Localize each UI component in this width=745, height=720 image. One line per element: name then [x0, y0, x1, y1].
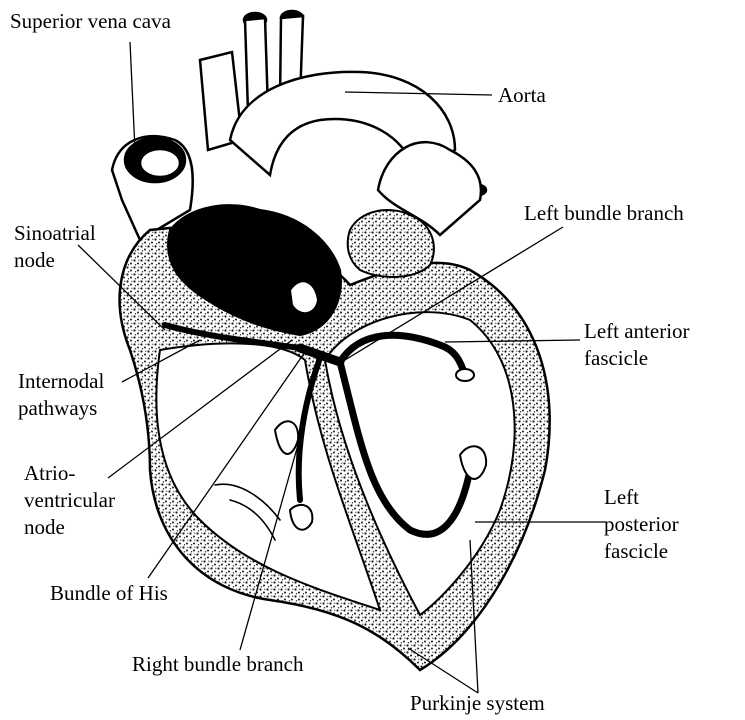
label-aorta: Aorta [498, 82, 546, 109]
label-right-bundle-branch: Right bundle branch [132, 651, 303, 678]
auricle-fold [290, 281, 318, 313]
label-left-anterior-fascicle: Left anterior fascicle [584, 318, 690, 372]
label-bundle-of-his: Bundle of His [50, 580, 168, 607]
left-auricle [348, 210, 434, 277]
label-purkinje-system: Purkinje system [410, 690, 545, 717]
papillary-muscle [456, 369, 474, 381]
label-sinoatrial-node: Sinoatrial node [14, 220, 96, 274]
label-left-posterior-fascicle: Left posterior fascicle [604, 484, 679, 565]
label-left-bundle-branch: Left bundle branch [524, 200, 684, 227]
leader-superior-vena-cava [130, 42, 135, 150]
great-vessels [112, 11, 486, 240]
label-atrioventricular-node: Atrio- ventricular node [24, 460, 115, 541]
label-superior-vena-cava: Superior vena cava [10, 8, 171, 35]
label-internodal-pathways: Internodal pathways [18, 368, 104, 422]
